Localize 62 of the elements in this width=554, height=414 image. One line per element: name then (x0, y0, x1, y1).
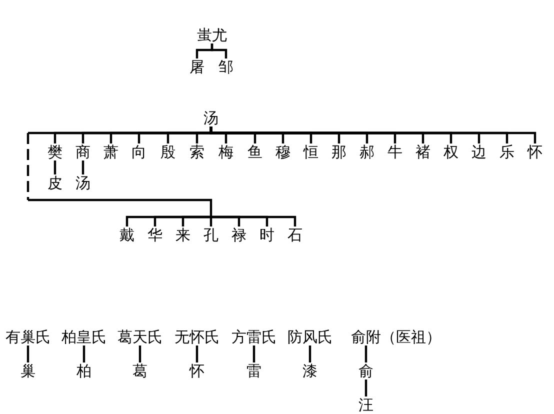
name-label: 萧 (104, 144, 118, 160)
name-label: 无怀氏 (174, 328, 220, 346)
connector-line (138, 346, 142, 362)
connector-line (26, 126, 212, 217)
connector-line (82, 346, 86, 362)
connector-line (364, 380, 368, 396)
name-label: 权 (444, 144, 458, 160)
connector-line (54, 160, 56, 174)
name-label: 殷 (160, 144, 176, 160)
name-label: 边 (472, 144, 486, 160)
name-label: 怀 (528, 144, 542, 160)
name-label: 皮 (48, 174, 62, 192)
name-label: 戴 (120, 226, 134, 244)
note-label: （医祖） (381, 328, 441, 346)
connector-line (252, 346, 256, 362)
connector-line (210, 217, 212, 226)
name-label: 怀 (190, 362, 204, 380)
name-label: 禄 (232, 226, 246, 244)
name-label: 俞附 (351, 328, 381, 346)
name-label: 柏皇氏 (62, 328, 106, 346)
name-label: 时 (260, 226, 274, 244)
name-label: 商 (76, 144, 90, 160)
name-label: 俞 (358, 362, 374, 380)
name-label: 汤 (204, 110, 218, 126)
name-label: 邹 (218, 58, 234, 76)
name-label: 梅 (218, 144, 234, 160)
name-label: 汪 (358, 396, 374, 414)
name-label: 鱼 (248, 144, 262, 160)
name-label: 穆 (276, 144, 290, 160)
name-label: 来 (176, 226, 190, 244)
name-label: 柏 (76, 362, 92, 380)
name-label: 有巢氏 (6, 328, 50, 346)
name-label: 恒 (304, 144, 318, 160)
name-label: 雷 (246, 362, 262, 380)
name-label: 华 (148, 226, 162, 244)
name-label: 漆 (302, 362, 318, 380)
name-label: 乐 (500, 144, 514, 160)
name-label: 索 (190, 144, 204, 160)
name-label: 屠 (190, 58, 204, 76)
name-label: 葛 (132, 362, 148, 380)
name-label: 方雷氏 (232, 328, 276, 346)
name-label: 巢 (20, 362, 36, 380)
connector-line (364, 346, 368, 362)
connector-line (26, 346, 30, 362)
connector-line (211, 216, 296, 226)
name-label: 防风氏 (288, 328, 332, 346)
connector-line (182, 216, 211, 226)
connector-line (308, 346, 312, 362)
name-label: 向 (132, 144, 146, 160)
connector-line (196, 346, 198, 362)
name-label: 樊 (48, 144, 62, 160)
name-label: 孔 (204, 226, 218, 244)
name-label: 葛天氏 (118, 328, 162, 346)
name-label: 那 (332, 144, 346, 160)
name-label: 石 (288, 226, 302, 244)
name-label: 褚 (416, 144, 430, 160)
name-label: 牛 (388, 144, 402, 160)
name-label: 蚩尤 (197, 26, 227, 44)
name-label: 汤 (76, 174, 90, 192)
name-label: 郝 (360, 144, 374, 160)
connector-line (82, 160, 84, 174)
connector-line (210, 44, 228, 58)
